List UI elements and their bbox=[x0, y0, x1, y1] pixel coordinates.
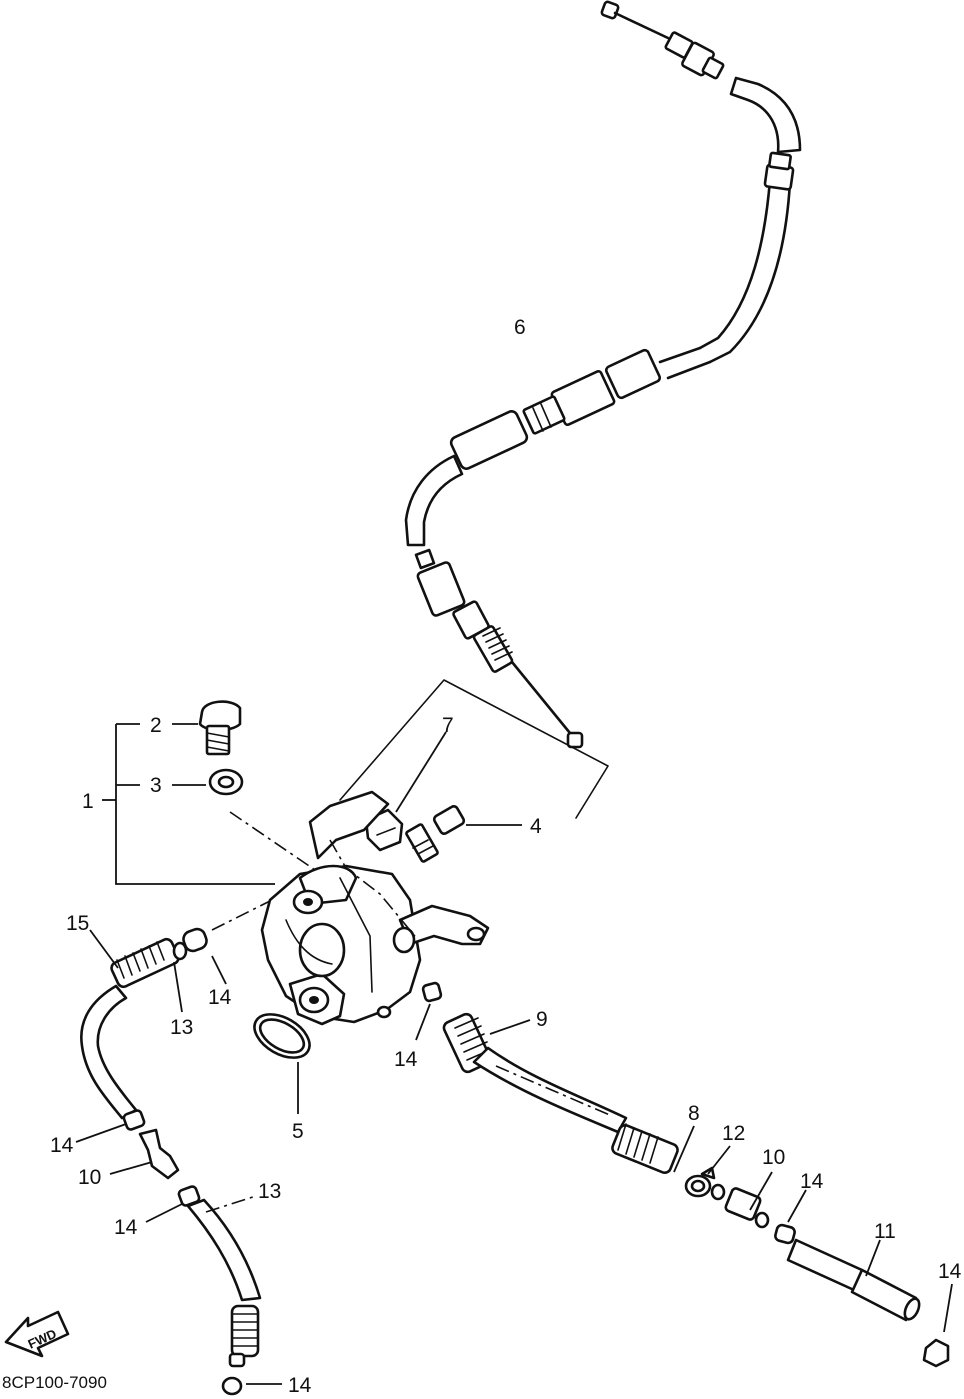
bolt-part-4 bbox=[405, 805, 466, 863]
callout-14-d: 14 bbox=[114, 1216, 138, 1239]
callout-10-left: 10 bbox=[78, 1166, 101, 1189]
hose-spring-8 bbox=[611, 1123, 679, 1175]
joint-part-10 bbox=[710, 1183, 770, 1229]
hose-part-15-assembly bbox=[75, 927, 282, 1396]
callout-14-g: 14 bbox=[938, 1260, 962, 1283]
callout-14-e: 14 bbox=[288, 1374, 312, 1397]
callout-14-a: 14 bbox=[208, 986, 232, 1009]
callout-14-b: 14 bbox=[394, 1048, 418, 1071]
diagram-code: 8CP100-7090 bbox=[2, 1373, 107, 1392]
o-ring-part-5 bbox=[253, 1013, 311, 1059]
callout-8: 8 bbox=[688, 1102, 700, 1125]
callout-14-c: 14 bbox=[50, 1134, 74, 1157]
callout-15: 15 bbox=[66, 912, 89, 935]
screw-part-2 bbox=[198, 700, 242, 756]
hose-part-9-assembly bbox=[442, 1012, 953, 1368]
hose-spring-13-lower bbox=[230, 1304, 260, 1358]
callout-7: 7 bbox=[442, 714, 454, 737]
carburetor-body bbox=[260, 790, 490, 1026]
callout-5: 5 bbox=[292, 1120, 304, 1143]
washer-part-3 bbox=[208, 768, 244, 796]
callout-2: 2 bbox=[150, 714, 162, 737]
callout-10-right: 10 bbox=[762, 1146, 785, 1169]
callout-14-f: 14 bbox=[800, 1170, 824, 1193]
callout-4: 4 bbox=[530, 815, 542, 838]
nut-part-7 bbox=[364, 808, 404, 852]
callout-12: 12 bbox=[722, 1122, 745, 1145]
assembly-leader-lines bbox=[102, 679, 609, 931]
callout-3: 3 bbox=[150, 774, 162, 797]
callout-6: 6 bbox=[514, 316, 526, 339]
cable-part-6 bbox=[404, 0, 802, 749]
hose-spring-15 bbox=[110, 937, 180, 989]
callout-1: 1 bbox=[82, 790, 94, 813]
callout-13-upper: 13 bbox=[170, 1016, 193, 1039]
callout-13-lower: 13 bbox=[258, 1180, 281, 1203]
callout-9: 9 bbox=[536, 1008, 548, 1031]
callout-11: 11 bbox=[874, 1220, 896, 1243]
cable-spring bbox=[472, 625, 514, 673]
callout-labels: 1 2 3 4 5 6 7 8 9 10 10 11 12 13 13 14 1… bbox=[50, 316, 962, 1397]
forward-direction-arrow: FWD bbox=[4, 1310, 70, 1358]
